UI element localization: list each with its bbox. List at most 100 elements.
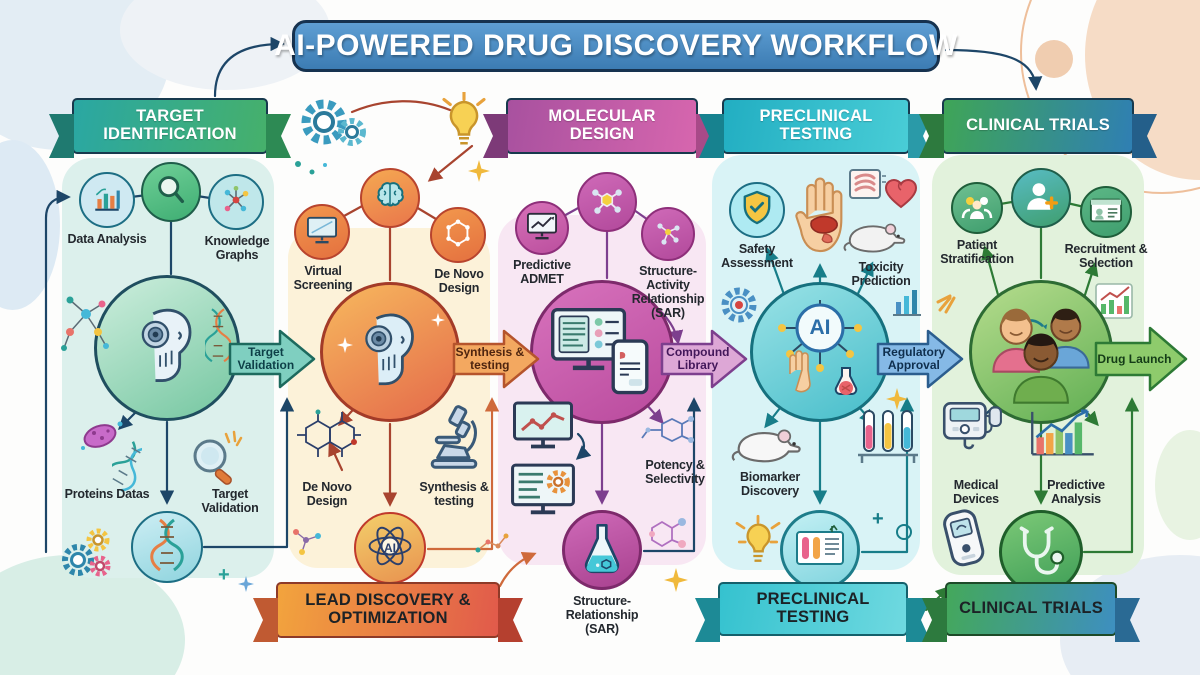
atom-icon xyxy=(365,521,415,576)
person-plus-icon xyxy=(1023,180,1059,217)
search-icon xyxy=(154,173,188,212)
brain-circle xyxy=(360,168,420,228)
chemical-structure-icon xyxy=(292,408,362,473)
data-analysis-label: Data Analysis xyxy=(67,232,147,246)
stage4-banner-bottom-label: PRECLINICAL TESTING xyxy=(756,590,870,626)
mini-bar-chart-icon xyxy=(890,286,924,323)
stethoscope-icon xyxy=(1014,525,1068,580)
dna-icon xyxy=(150,517,184,578)
recruitment-circle xyxy=(1080,186,1132,238)
molecule-center-icon xyxy=(589,182,625,223)
sun-rays-decor xyxy=(934,276,974,321)
monitor-gear-icon xyxy=(508,462,578,525)
three-patients-icon xyxy=(979,292,1103,413)
bp-monitor-icon xyxy=(936,396,1004,461)
medical-devices-label: Medical Devices xyxy=(953,478,999,506)
stage1-ai-robot-circle xyxy=(94,275,240,421)
stage1-banner: TARGET IDENTIFICATION xyxy=(49,98,291,158)
lightbulb-small-icon xyxy=(732,514,784,575)
synthesis-testing-arrow-label: Synthesis & testing xyxy=(455,345,525,372)
atom-ai-circle: AI xyxy=(354,512,426,584)
test-tube-rack-icon xyxy=(856,406,920,475)
toxicity-prediction-label: Toxicity Prediction xyxy=(851,260,911,288)
safety-assessment-label: Safety Assessment xyxy=(721,242,793,270)
dna-bottom-circle xyxy=(131,511,203,583)
molecule-dots-decor-left xyxy=(286,520,330,565)
knowledge-graphs-circle xyxy=(208,174,264,230)
regulatory-approval-arrow-label: Regulatory Approval xyxy=(882,345,946,372)
stage4-banner-bottom: PRECLINICAL TESTING xyxy=(695,582,931,642)
stage4-banner-top: PRECLINICAL TESTING xyxy=(699,98,933,158)
lightbulb-icon xyxy=(438,90,490,157)
sparkle-gold-2 xyxy=(664,568,688,592)
predictive-admet-circle xyxy=(515,201,569,255)
ai-badge: AI xyxy=(384,541,396,555)
knowledge-graphs-label: Knowledge Graphs xyxy=(204,234,270,262)
tubes-report-icon xyxy=(792,524,848,577)
stage5-banner-top-label: CLINICAL TRIALS xyxy=(966,116,1110,135)
recruitment-selection-label: Recruitment & Selection xyxy=(1064,242,1148,270)
flask-circle xyxy=(562,510,642,590)
cell-gear-decor xyxy=(716,282,762,333)
lab-results-circle xyxy=(780,510,860,590)
dots-decor xyxy=(292,158,332,187)
decor-blob-left xyxy=(0,140,60,310)
people-group-icon xyxy=(961,192,993,225)
monitor-icon xyxy=(305,215,339,250)
sar-label: Structure-Activity Relationship (SAR) xyxy=(631,264,705,320)
title-banner: AI-POWERED DRUG DISCOVERY WORKFLOW xyxy=(274,20,957,72)
target-validation-arrow-label: Target Validation xyxy=(237,345,295,372)
heart-icon xyxy=(884,178,918,215)
stage5-banner-bottom-label: CLINICAL TRIALS xyxy=(959,599,1103,618)
target-validation-arrow: Target Validation xyxy=(228,328,316,390)
id-card-icon xyxy=(1089,196,1123,229)
patient-group-circle xyxy=(951,182,1003,234)
de-novo-design-bottom-label: De Novo Design xyxy=(302,480,352,508)
hand-organs-icon xyxy=(788,172,852,269)
predictive-analysis-label: Predictive Analysis xyxy=(1047,478,1105,506)
predictive-chart-icon xyxy=(1028,404,1098,465)
sparkle-gold-1 xyxy=(468,160,490,182)
molecule-branch-icon xyxy=(652,216,684,253)
plus-decor-1: + xyxy=(218,564,230,586)
drug-launch-arrow: Drug Launch xyxy=(1094,325,1188,393)
robot-head-icon xyxy=(345,305,435,400)
decor-blob-right-green xyxy=(1155,430,1200,540)
bar-chart-icon xyxy=(91,182,123,219)
molecule-hexagon-icon xyxy=(442,217,474,254)
de-novo-design-circle xyxy=(430,207,486,263)
regulatory-approval-arrow: Regulatory Approval xyxy=(876,328,964,390)
stage2-banner-bottom: LEAD DISCOVERY & OPTIMIZATION xyxy=(253,582,523,642)
flask-icon xyxy=(578,521,626,580)
proteins-datas-label: Proteins Datas xyxy=(64,487,150,501)
molecule-dots-decor-right xyxy=(470,524,514,565)
stage2-ai-robot-circle xyxy=(320,282,460,422)
patient-stratification-label: Patient Stratification xyxy=(940,238,1014,266)
compound-library-arrow-label: Compound Library xyxy=(666,345,730,372)
sar-bottom-label: Structure-Relationship (SAR) xyxy=(565,594,639,636)
stage4-banner-top-label: PRECLINICAL TESTING xyxy=(759,107,873,143)
stage5-banner-bottom: CLINICAL TRIALS xyxy=(922,582,1140,642)
ai-network-icon xyxy=(760,290,880,415)
monitor-chart-icon xyxy=(525,211,559,246)
synthesis-testing-arrow: Synthesis & testing xyxy=(452,328,540,390)
sar-circle xyxy=(641,207,695,261)
potency-selectivity-label: Potency & Selectivity xyxy=(645,458,705,486)
plus-decor-2: + xyxy=(872,508,884,530)
drug-launch-arrow-label: Drug Launch xyxy=(1097,351,1172,366)
safety-shield-circle xyxy=(729,182,785,238)
robot-head-icon xyxy=(121,300,213,397)
network-graph-icon xyxy=(219,183,253,222)
magnifier-circle xyxy=(141,162,201,222)
magnifier-sketch-icon xyxy=(186,428,244,491)
glucose-meter-icon xyxy=(938,508,990,575)
gears-small-icon xyxy=(56,522,116,585)
rat-top-icon xyxy=(842,218,910,261)
molecule-pink-decor xyxy=(638,510,692,563)
synthesis-testing-label: Synthesis & testing xyxy=(419,480,489,508)
molecule-top-circle xyxy=(577,172,637,232)
virtual-screening-circle xyxy=(294,204,350,260)
person-plus-circle xyxy=(1011,168,1071,228)
virtual-screening-label: Virtual Screening xyxy=(293,264,353,292)
data-analysis-circle xyxy=(79,172,135,228)
